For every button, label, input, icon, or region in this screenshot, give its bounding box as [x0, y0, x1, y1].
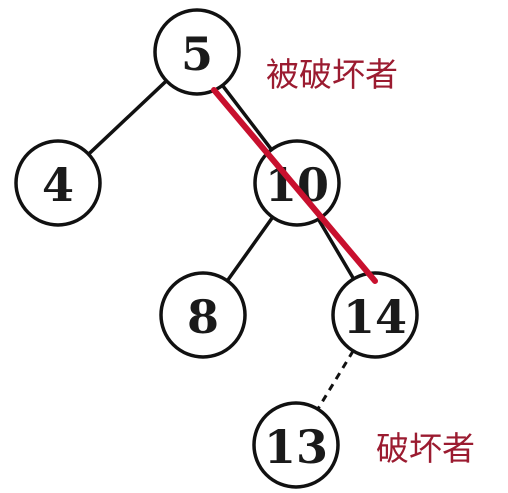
- tree-node-5: 5: [153, 8, 241, 96]
- tree-node-4: 4: [14, 139, 102, 227]
- node-circle: [153, 8, 241, 96]
- edge-5-10: [220, 83, 274, 152]
- edge-5-4: [86, 79, 169, 156]
- node-label: 14: [343, 290, 407, 344]
- node-label: 5: [181, 27, 213, 81]
- edge-10-8: [225, 215, 275, 283]
- violation-highlight: [211, 87, 378, 284]
- tree-node-14: 14: [331, 271, 419, 359]
- violating-annotation: 破坏者: [376, 429, 475, 468]
- node-circle: [252, 401, 340, 489]
- node-circle: [159, 271, 247, 359]
- edge-10-14: [316, 217, 356, 281]
- tree-edges: [86, 79, 356, 410]
- tree-node-13: 13: [252, 401, 340, 489]
- tree-node-8: 8: [159, 271, 247, 359]
- node-label: 8: [187, 290, 219, 344]
- node-label: 4: [42, 158, 74, 212]
- edge-14-13: [316, 350, 355, 410]
- violator-annotation: 被破坏者: [266, 55, 398, 94]
- violation-line: [211, 87, 378, 284]
- node-label: 13: [264, 420, 328, 474]
- node-circle: [14, 139, 102, 227]
- node-circle: [331, 271, 419, 359]
